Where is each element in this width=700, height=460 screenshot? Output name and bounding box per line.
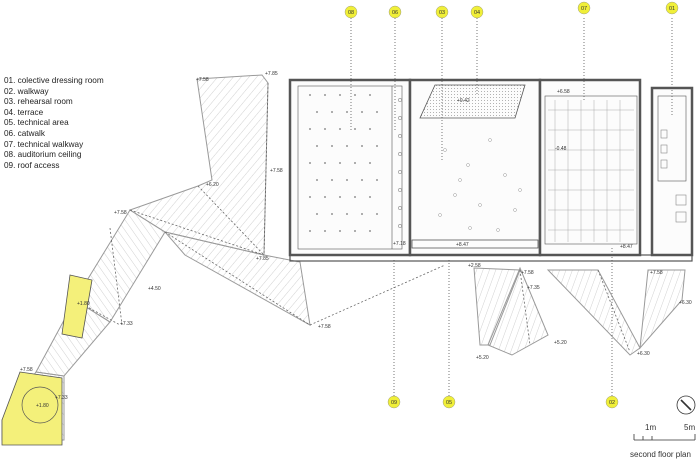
- tag-01: 01: [669, 6, 675, 12]
- tag-08: 08: [348, 10, 354, 16]
- tag-03: 03: [439, 10, 445, 16]
- level-marker: +2.58: [468, 263, 481, 269]
- level-marker: +7.58: [521, 270, 534, 276]
- legend: 01. colective dressing room 02. walkway …: [4, 76, 104, 171]
- legend-item: 02. walkway: [4, 86, 49, 96]
- level-marker: +7.58: [196, 77, 209, 83]
- scale-bar: [633, 434, 696, 441]
- dressing-fixtures: [660, 129, 687, 223]
- level-marker: +5.20: [554, 340, 567, 346]
- legend-item: 03. rehearsal room: [4, 97, 73, 107]
- scale-label-5m: 5m: [684, 423, 695, 432]
- walkway-strip: [411, 239, 539, 249]
- level-marker: +6.58: [557, 89, 570, 95]
- tag-04: 04: [474, 10, 480, 16]
- technical-walkway-room: [538, 78, 642, 257]
- fold-lines: [74, 82, 631, 353]
- tag-07: 07: [581, 6, 587, 12]
- highlight-roof-access: [1, 371, 63, 446]
- roof-wing-2: [487, 266, 549, 356]
- legend-item: 01. colective dressing room: [4, 76, 104, 85]
- tag-09: 09: [391, 400, 397, 406]
- highlight-skylight: [61, 274, 93, 339]
- legend-item: 07. technical walkway: [4, 139, 84, 149]
- auditorium-ceiling: [288, 78, 412, 257]
- terrace: [419, 84, 526, 119]
- level-marker: +7.58: [650, 270, 663, 276]
- level-marker: +6.20: [206, 182, 219, 188]
- tag-02: 02: [609, 400, 615, 406]
- level-marker: +9.42: [457, 98, 470, 104]
- level-marker: -0.48: [555, 146, 567, 152]
- level-marker: +7.33: [55, 395, 68, 401]
- level-marker: +7.85: [256, 256, 269, 262]
- level-marker: +1.80: [36, 403, 49, 409]
- level-marker: +7.58: [20, 367, 33, 373]
- tag-06: 06: [392, 10, 398, 16]
- level-markers: +7.58 +7.85 +6.20 +7.58 +7.58 +9.42 +6.5…: [20, 71, 692, 409]
- catwalk-lights: [398, 98, 402, 228]
- north-arrow-icon: [676, 395, 696, 415]
- legend-item: 06. catwalk: [4, 128, 45, 138]
- room-tags: 08 06 03 04 07 01 09 05 02: [344, 1, 679, 409]
- roof-wing-4: [639, 269, 686, 350]
- level-marker: +7.58: [318, 324, 331, 330]
- level-marker: +8.47: [620, 244, 633, 250]
- dressing-room: [650, 86, 694, 257]
- level-marker: +7.35: [527, 285, 540, 291]
- level-marker: +7.58: [270, 168, 283, 174]
- legend-item: 08. auditorium ceiling: [4, 150, 82, 160]
- auditorium-inner: [297, 85, 403, 250]
- level-marker: +4.50: [148, 286, 161, 292]
- legend-item: 04. terrace: [4, 107, 44, 117]
- level-marker: +6.30: [679, 300, 692, 306]
- rehearsal-marks: [438, 138, 522, 232]
- leader-lines: [350, 18, 673, 396]
- level-marker: +5.20: [476, 355, 489, 361]
- ceiling-fixtures: [309, 94, 378, 232]
- level-marker: +1.80: [77, 301, 90, 307]
- roof-access-circle: [21, 386, 59, 424]
- level-marker: +7.85: [265, 71, 278, 77]
- legend-item: 09. roof access: [4, 160, 60, 170]
- plan-caption: second floor plan: [630, 450, 691, 459]
- level-marker: +8.47: [456, 242, 469, 248]
- legend-item: 05. technical area: [4, 118, 69, 128]
- main-building: [288, 78, 694, 262]
- scale-label-1m: 1m: [645, 423, 656, 432]
- level-marker: +7.33: [120, 321, 133, 327]
- level-marker: +7.58: [114, 210, 127, 216]
- tag-05: 05: [446, 400, 452, 406]
- level-marker: +7.18: [393, 241, 406, 247]
- level-marker: +6.30: [637, 351, 650, 357]
- walkway-grid: [548, 100, 634, 242]
